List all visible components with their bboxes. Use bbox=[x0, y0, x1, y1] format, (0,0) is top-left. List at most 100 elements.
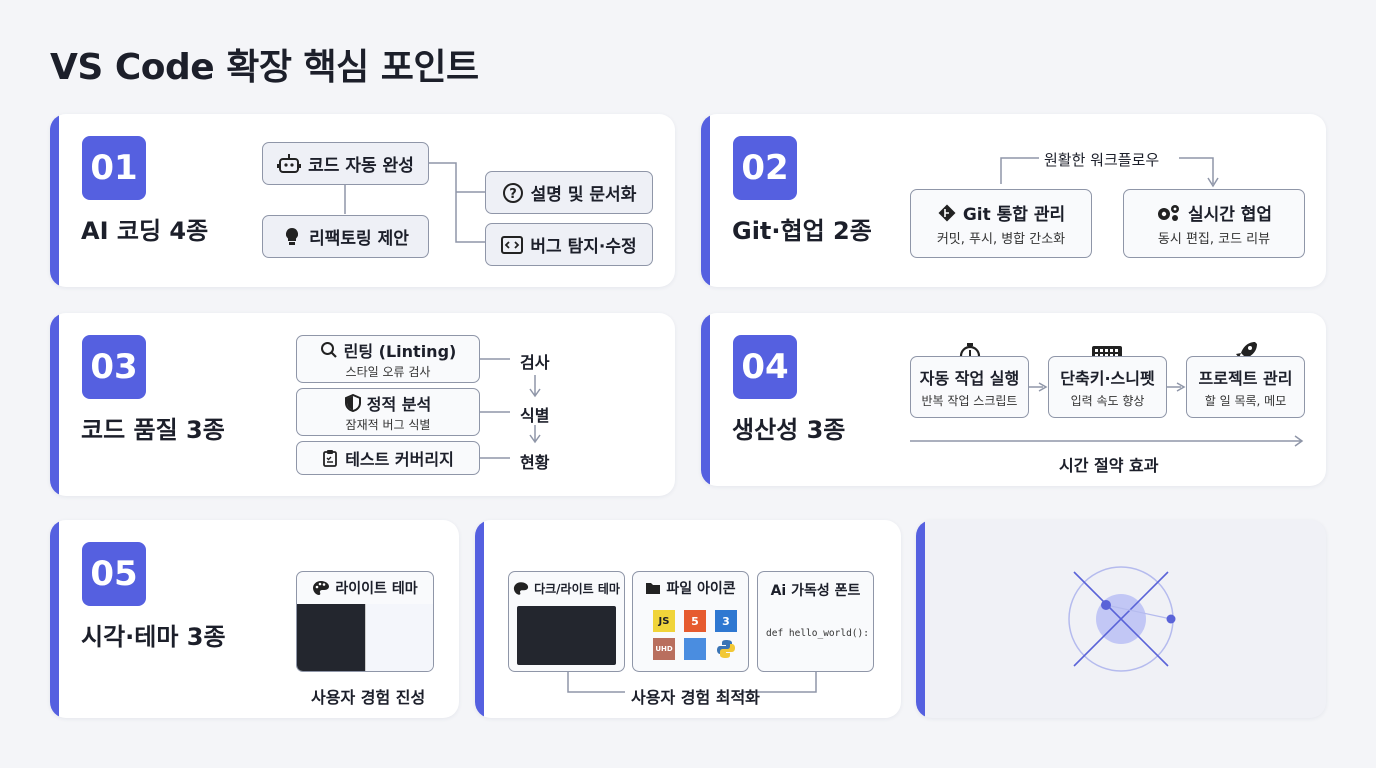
card-accent-bar bbox=[916, 520, 925, 718]
ai-item-label: 버그 탐지·수정 bbox=[530, 237, 637, 257]
prod-item-sub: 할 일 목록, 메모 bbox=[1204, 394, 1287, 408]
lightbulb-icon bbox=[282, 226, 302, 248]
python-file-icon bbox=[715, 638, 737, 660]
category-title: 시각·테마 3종 bbox=[81, 623, 226, 651]
prod-item-automation: 자동 작업 실행 반복 작업 스크립트 bbox=[910, 356, 1029, 418]
prod-item-project: 프로젝트 관리 할 일 목록, 메모 bbox=[1186, 356, 1305, 418]
quality-item-title: 테스트 커버리지 bbox=[345, 450, 454, 469]
quality-item-linting: 린팅 (Linting) 스타일 오류 검사 bbox=[296, 335, 480, 383]
card-accent-bar bbox=[475, 520, 484, 718]
prod-item-sub: 입력 속도 향상 bbox=[1070, 394, 1145, 408]
css-file-icon: 3 bbox=[715, 610, 737, 632]
image-file-icon: UHD bbox=[653, 638, 675, 660]
workflow-label: 원활한 워크플로우 bbox=[1044, 151, 1160, 169]
bug-code-icon bbox=[501, 235, 524, 255]
search-icon bbox=[320, 341, 338, 359]
gears-icon bbox=[1156, 203, 1182, 223]
font-sample-code: def hello_world(): bbox=[766, 628, 869, 639]
category-title: 코드 품질 3종 bbox=[81, 416, 225, 444]
ai-item-label: 코드 자동 완성 bbox=[308, 156, 414, 176]
ai-item-docs: ? 설명 및 문서화 bbox=[485, 171, 653, 214]
ux-bracket bbox=[567, 672, 817, 693]
prod-item-title: 단축키·스니펫 bbox=[1060, 369, 1155, 388]
card-git-collab: 02 Git·협업 2종 원활한 워크플로우 Git 통합 관리 커밋, 푸시,… bbox=[701, 114, 1326, 287]
ux-caption: 사용자 경험 최적화 bbox=[631, 688, 760, 707]
git-item-sub: 동시 편집, 코드 리뷰 bbox=[1157, 232, 1271, 247]
theme-preview-light: 라이이트 테마 bbox=[296, 571, 434, 672]
ai-item-label: 설명 및 문서화 bbox=[530, 185, 637, 205]
git-icon bbox=[937, 203, 957, 223]
ai-item-bugfix: 버그 탐지·수정 bbox=[485, 223, 653, 266]
quality-item-title: 린팅 (Linting) bbox=[343, 342, 457, 361]
ai-connector-lines bbox=[344, 162, 487, 243]
doc-file-icon bbox=[684, 638, 706, 660]
prod-item-sub: 반복 작업 스크립트 bbox=[921, 394, 1018, 408]
robot-icon bbox=[277, 153, 302, 175]
question-icon: ? bbox=[502, 182, 524, 204]
category-title: 생산성 3종 bbox=[732, 416, 846, 444]
palette-icon bbox=[513, 581, 529, 596]
page-title: VS Code 확장 핵심 포인트 bbox=[50, 47, 479, 88]
card-number: 05 bbox=[82, 542, 146, 606]
ext-title: 다크/라이트 테마 bbox=[534, 581, 620, 596]
git-item-sub: 커밋, 푸시, 병합 간소화 bbox=[936, 232, 1066, 247]
workflow-arrow bbox=[1000, 157, 1219, 188]
theme-screenshot-dark bbox=[297, 604, 365, 671]
card-visual-theme: 05 시각·테마 3종 라이이트 테마 사용자 경험 진성 bbox=[50, 520, 459, 718]
git-item-integration: Git 통합 관리 커밋, 푸시, 병합 간소화 bbox=[910, 189, 1092, 258]
card-productivity: 04 생산성 3종 자동 작업 실행 반복 작업 스크립트 단축키·스니펫 입력… bbox=[701, 313, 1326, 486]
card-accent-bar bbox=[701, 114, 710, 287]
git-item-title: Git 통합 관리 bbox=[962, 205, 1066, 225]
step-label: 식별 bbox=[520, 406, 550, 425]
step-label: 현황 bbox=[520, 453, 550, 472]
ai-item-refactor: 리팩토링 제안 bbox=[262, 215, 429, 258]
quality-item-sub: 잠재적 버그 식별 bbox=[345, 418, 431, 432]
git-item-realtime: 실시간 협업 동시 편집, 코드 리뷰 bbox=[1123, 189, 1305, 258]
html-file-icon: 5 bbox=[684, 610, 706, 632]
ai-item-autocomplete: 코드 자동 완성 bbox=[262, 142, 429, 185]
category-title: Git·협업 2종 bbox=[732, 217, 872, 245]
ext-title: Ai 가독성 폰트 bbox=[770, 583, 861, 599]
ext-readable-font: Ai 가독성 폰트 def hello_world(): bbox=[757, 571, 874, 672]
card-theme-extensions: 다크/라이트 테마 파일 아이콘 JS 5 3 UHD Ai 가독성 폰트 de… bbox=[475, 520, 901, 718]
palette-icon bbox=[312, 580, 330, 596]
card-code-quality: 03 코드 품질 3종 린팅 (Linting) 스타일 오류 검사 정적 분석… bbox=[50, 313, 675, 496]
card-number: 03 bbox=[82, 335, 146, 399]
card-accent-bar bbox=[50, 520, 59, 718]
card-number: 01 bbox=[82, 136, 146, 200]
card-number: 02 bbox=[733, 136, 797, 200]
step-label: 검사 bbox=[520, 353, 550, 372]
category-title: AI 코딩 4종 bbox=[81, 217, 209, 245]
card-accent-bar bbox=[50, 114, 59, 287]
theme-caption: 사용자 경험 진성 bbox=[311, 688, 426, 707]
prod-item-title: 자동 작업 실행 bbox=[919, 369, 1020, 388]
theme-title: 라이이트 테마 bbox=[335, 581, 418, 597]
dark-theme-screenshot bbox=[517, 606, 616, 665]
quality-connector-lines bbox=[479, 358, 541, 459]
prod-item-shortcuts: 단축키·스니펫 입력 속도 향상 bbox=[1048, 356, 1167, 418]
clipboard-icon bbox=[322, 449, 338, 467]
card-accent-bar bbox=[50, 313, 59, 496]
prod-item-title: 프로젝트 관리 bbox=[1198, 369, 1293, 388]
card-decorative bbox=[916, 520, 1326, 718]
time-saving-label: 시간 절약 효과 bbox=[1059, 456, 1159, 475]
decorative-graphic bbox=[1068, 566, 1176, 672]
theme-screenshot-light bbox=[365, 604, 433, 671]
svg-text:?: ? bbox=[509, 187, 517, 202]
productivity-arrows bbox=[910, 382, 1304, 447]
card-number: 04 bbox=[733, 335, 797, 399]
git-item-title: 실시간 협업 bbox=[1187, 205, 1273, 225]
quality-item-sub: 스타일 오류 검사 bbox=[345, 365, 431, 379]
shield-icon bbox=[344, 394, 361, 412]
ext-dark-light-theme: 다크/라이트 테마 bbox=[508, 571, 625, 672]
quality-item-coverage: 테스트 커버리지 bbox=[296, 441, 480, 475]
card-accent-bar bbox=[701, 313, 710, 486]
quality-item-title: 정적 분석 bbox=[366, 395, 432, 414]
ai-item-label: 리팩토링 제안 bbox=[309, 229, 409, 249]
quality-item-static: 정적 분석 잠재적 버그 식별 bbox=[296, 388, 480, 436]
ext-file-icons: 파일 아이콘 JS 5 3 UHD bbox=[632, 571, 749, 672]
ext-title: 파일 아이콘 bbox=[666, 581, 736, 597]
js-file-icon: JS bbox=[653, 610, 675, 632]
card-ai-coding: 01 AI 코딩 4종 코드 자동 완성 리팩토링 제안 ? 설명 및 문서화 … bbox=[50, 114, 675, 287]
folder-icon bbox=[645, 581, 661, 595]
